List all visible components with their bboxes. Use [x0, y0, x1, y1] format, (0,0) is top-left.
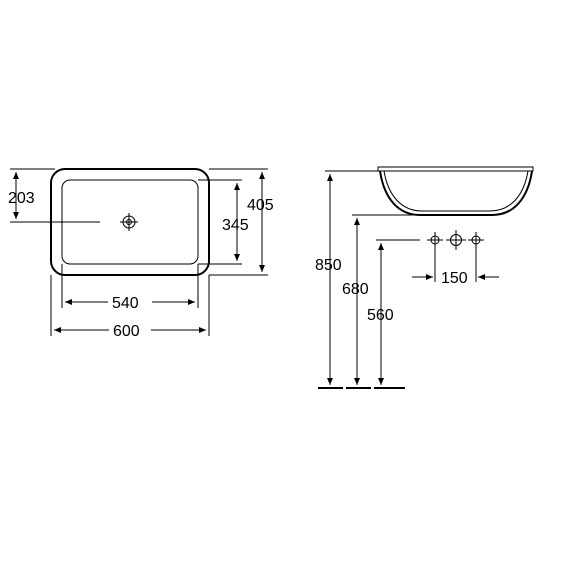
basin-bowl-outer: [379, 170, 533, 216]
tap-icon-right: [468, 232, 484, 248]
dim-203: 203: [8, 168, 80, 223]
dim-850-label: 850: [315, 257, 342, 274]
dim-345: 345: [198, 179, 249, 265]
dim-405: 405: [209, 168, 274, 276]
dim-345-label: 345: [222, 217, 249, 234]
dim-560: 560: [367, 239, 420, 385]
dim-560-label: 560: [367, 307, 394, 324]
top-view: 203 405 345 540: [8, 168, 274, 340]
dim-850: 850: [315, 170, 380, 385]
basin-bowl-inner: [383, 170, 529, 212]
dim-540-label: 540: [112, 295, 139, 312]
dim-600-label: 600: [113, 323, 140, 340]
dim-150-label: 150: [441, 270, 468, 287]
drain-icon: [120, 213, 138, 231]
dim-150: 150: [412, 248, 499, 287]
tap-icon-left: [427, 232, 443, 248]
dim-405-label: 405: [247, 197, 274, 214]
side-view: 850 680 560 150: [315, 166, 534, 389]
tap-icon-center: [446, 230, 466, 250]
dim-203-label: 203: [8, 190, 35, 207]
basin-rim: [377, 166, 534, 172]
dim-600: 600: [50, 275, 210, 340]
dim-680: 680: [342, 214, 420, 385]
dim-540: 540: [61, 264, 199, 312]
dim-680-label: 680: [342, 281, 369, 298]
